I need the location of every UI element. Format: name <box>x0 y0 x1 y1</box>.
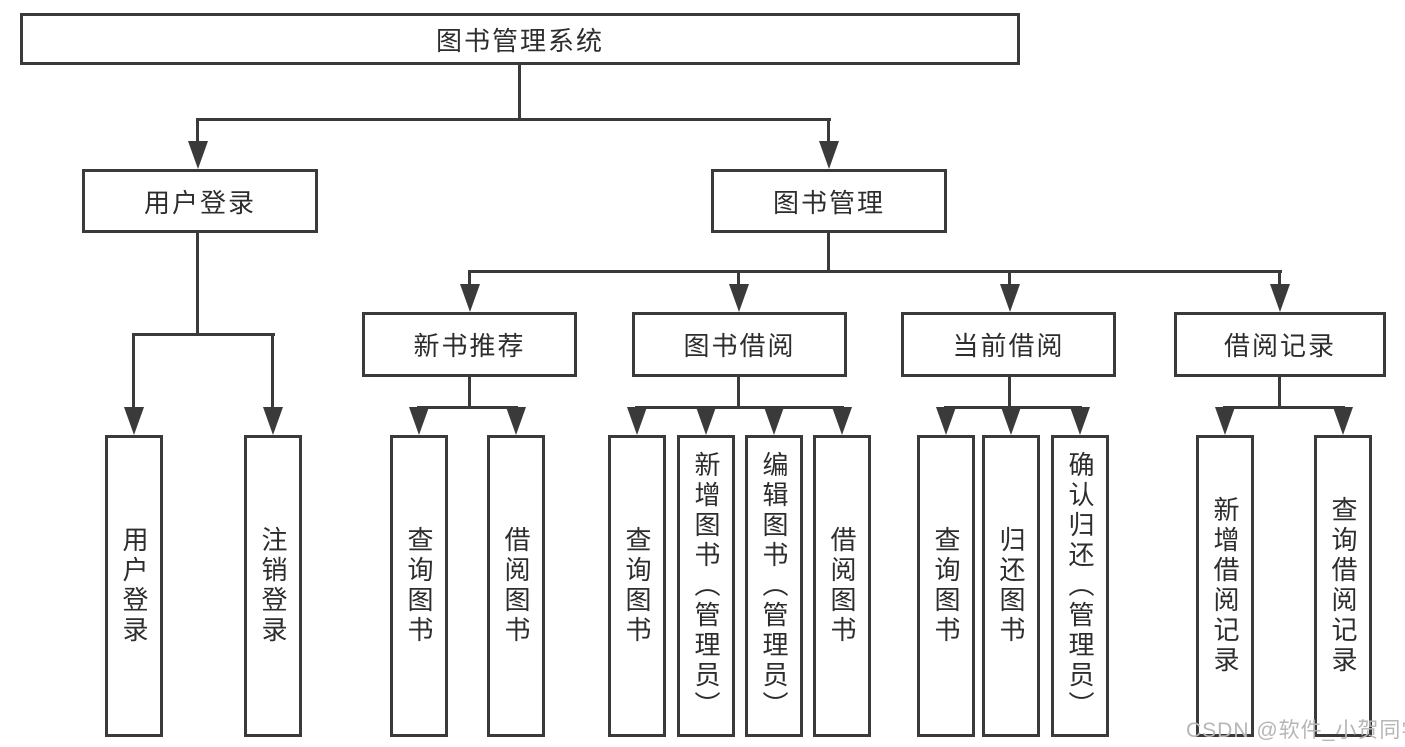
node-current-borrow: 当前借阅 <box>901 312 1116 377</box>
arrowhead-down-icon <box>1070 407 1090 435</box>
connector-line <box>196 233 199 336</box>
leaf-edit-books-admin: 编辑图书（管理员） <box>745 435 803 737</box>
leaf-label: 借阅图书 <box>501 526 531 646</box>
arrowhead-down-icon <box>1000 284 1020 312</box>
node-book-mgmt-label: 图书管理 <box>772 187 885 218</box>
node-book-mgmt: 图书管理 <box>711 169 947 233</box>
arrowhead-down-icon <box>1333 407 1353 435</box>
leaf-confirm-return-admin: 确认归还（管理员） <box>1051 435 1109 737</box>
leaf-label: 借阅图书 <box>827 526 857 646</box>
arrowhead-down-icon <box>627 407 647 435</box>
leaf-borrow-books-1: 借阅图书 <box>487 435 545 737</box>
connector-line <box>518 65 521 121</box>
arrowhead-down-icon <box>764 407 784 435</box>
connector-line <box>197 118 831 121</box>
leaf-query-books-2: 查询图书 <box>608 435 666 737</box>
node-book-borrow-label: 图书借阅 <box>683 331 796 361</box>
arrowhead-down-icon <box>729 284 749 312</box>
arrowhead-down-icon <box>819 141 839 169</box>
leaf-label: 归还图书 <box>996 526 1026 646</box>
arrowhead-down-icon <box>188 141 208 169</box>
connector-line <box>417 406 518 409</box>
leaf-label: 查询借阅记录 <box>1328 496 1358 676</box>
connector-line <box>132 333 275 336</box>
arrowhead-down-icon <box>696 407 716 435</box>
connector-line <box>468 377 471 409</box>
leaf-query-books-1: 查询图书 <box>390 435 448 737</box>
connector-line <box>468 270 1282 273</box>
leaf-return-books: 归还图书 <box>982 435 1040 737</box>
node-new-book-rec-label: 新书推荐 <box>413 331 526 361</box>
arrowhead-down-icon <box>124 407 144 435</box>
leaf-query-books-3: 查询图书 <box>917 435 975 737</box>
node-user-login: 用户登录 <box>82 169 318 233</box>
node-root-label: 图书管理系统 <box>435 25 604 56</box>
connector-line <box>737 377 740 409</box>
arrowhead-down-icon <box>409 407 429 435</box>
arrowhead-down-icon <box>263 407 283 435</box>
leaf-label: 查询图书 <box>622 526 652 646</box>
leaf-query-borrow-record: 查询借阅记录 <box>1314 435 1372 737</box>
connector-line <box>1278 270 1281 288</box>
leaf-label: 新增图书（管理员） <box>691 451 721 721</box>
arrowhead-down-icon <box>832 407 852 435</box>
connector-line <box>132 333 135 411</box>
connector-line <box>635 406 844 409</box>
arrowhead-down-icon <box>1270 284 1290 312</box>
connector-line <box>1278 377 1281 409</box>
leaf-label: 查询图书 <box>404 526 434 646</box>
node-borrow-records-label: 借阅记录 <box>1223 331 1336 361</box>
leaf-user-login: 用户登录 <box>105 435 163 737</box>
connector-line <box>827 233 830 273</box>
leaf-label: 编辑图书（管理员） <box>759 451 789 721</box>
connector-line <box>1008 377 1011 409</box>
watermark-text: CSDN @软件_小贺同学 <box>1186 719 1405 742</box>
leaf-label: 查询图书 <box>931 526 961 646</box>
connector-line <box>196 118 199 144</box>
arrowhead-down-icon <box>1001 407 1021 435</box>
leaf-label: 注销登录 <box>258 526 288 646</box>
connector-line <box>1008 270 1011 288</box>
node-root: 图书管理系统 <box>20 13 1020 65</box>
leaf-label: 用户登录 <box>119 526 149 646</box>
leaf-label: 确认归还（管理员） <box>1065 451 1095 721</box>
connector-line <box>271 333 274 411</box>
node-current-borrow-label: 当前借阅 <box>952 331 1065 361</box>
leaf-borrow-books-2: 借阅图书 <box>813 435 871 737</box>
connector-line <box>827 118 830 144</box>
node-book-borrow: 图书借阅 <box>632 312 847 377</box>
leaf-add-books-admin: 新增图书（管理员） <box>677 435 735 737</box>
node-new-book-rec: 新书推荐 <box>362 312 577 377</box>
arrowhead-down-icon <box>506 407 526 435</box>
arrowhead-down-icon <box>936 407 956 435</box>
node-user-login-label: 用户登录 <box>143 187 256 218</box>
arrowhead-down-icon <box>460 284 480 312</box>
connector-line <box>737 270 740 288</box>
node-borrow-records: 借阅记录 <box>1174 312 1386 377</box>
leaf-label: 新增借阅记录 <box>1210 496 1240 676</box>
leaf-logout: 注销登录 <box>244 435 302 737</box>
connector-line <box>1223 406 1345 409</box>
arrowhead-down-icon <box>1215 407 1235 435</box>
leaf-add-borrow-record: 新增借阅记录 <box>1196 435 1254 737</box>
connector-line <box>468 270 471 288</box>
